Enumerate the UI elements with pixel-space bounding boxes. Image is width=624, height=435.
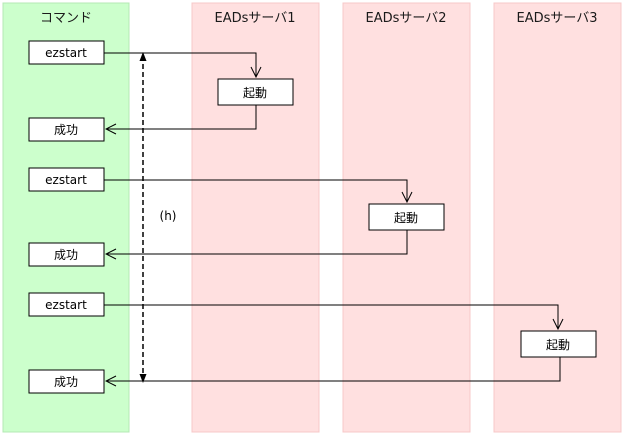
action-box-3 (520, 330, 597, 358)
result-label-2: 成功 (54, 248, 78, 262)
result-box-2 (28, 242, 105, 267)
interval-arrow-head-bottom (139, 374, 147, 383)
action-box-2 (368, 203, 445, 231)
result-label-3: 成功 (54, 375, 78, 389)
result-box-3 (28, 369, 105, 394)
lane-server-3 (493, 2, 622, 433)
action-label-3: 起動 (546, 338, 570, 352)
result-label-1: 成功 (54, 123, 78, 137)
interval-label: (h) (160, 209, 177, 223)
request-arrow-1 (104, 52, 256, 77)
action-box-1 (217, 78, 294, 106)
request-arrow-3 (104, 304, 558, 329)
request-arrow-2 (104, 179, 407, 202)
lane-title-command: コマンド (40, 11, 92, 26)
action-label-1: 起動 (243, 86, 267, 100)
response-arrow-2 (106, 230, 408, 254)
result-box-1 (28, 117, 105, 142)
response-arrow-3 (106, 357, 561, 381)
response-arrow-1 (106, 105, 257, 129)
lane-title-server-2: EADsサーバ2 (365, 11, 446, 26)
lane-command (2, 2, 130, 433)
command-label-1: ezstart (45, 46, 87, 60)
lane-title-server-3: EADsサーバ3 (516, 11, 597, 26)
command-label-3: ezstart (45, 298, 87, 312)
interval-arrow-head-top (139, 52, 147, 61)
action-label-2: 起動 (394, 211, 418, 225)
command-label-2: ezstart (45, 173, 87, 187)
lane-title-server-1: EADsサーバ1 (214, 11, 295, 26)
